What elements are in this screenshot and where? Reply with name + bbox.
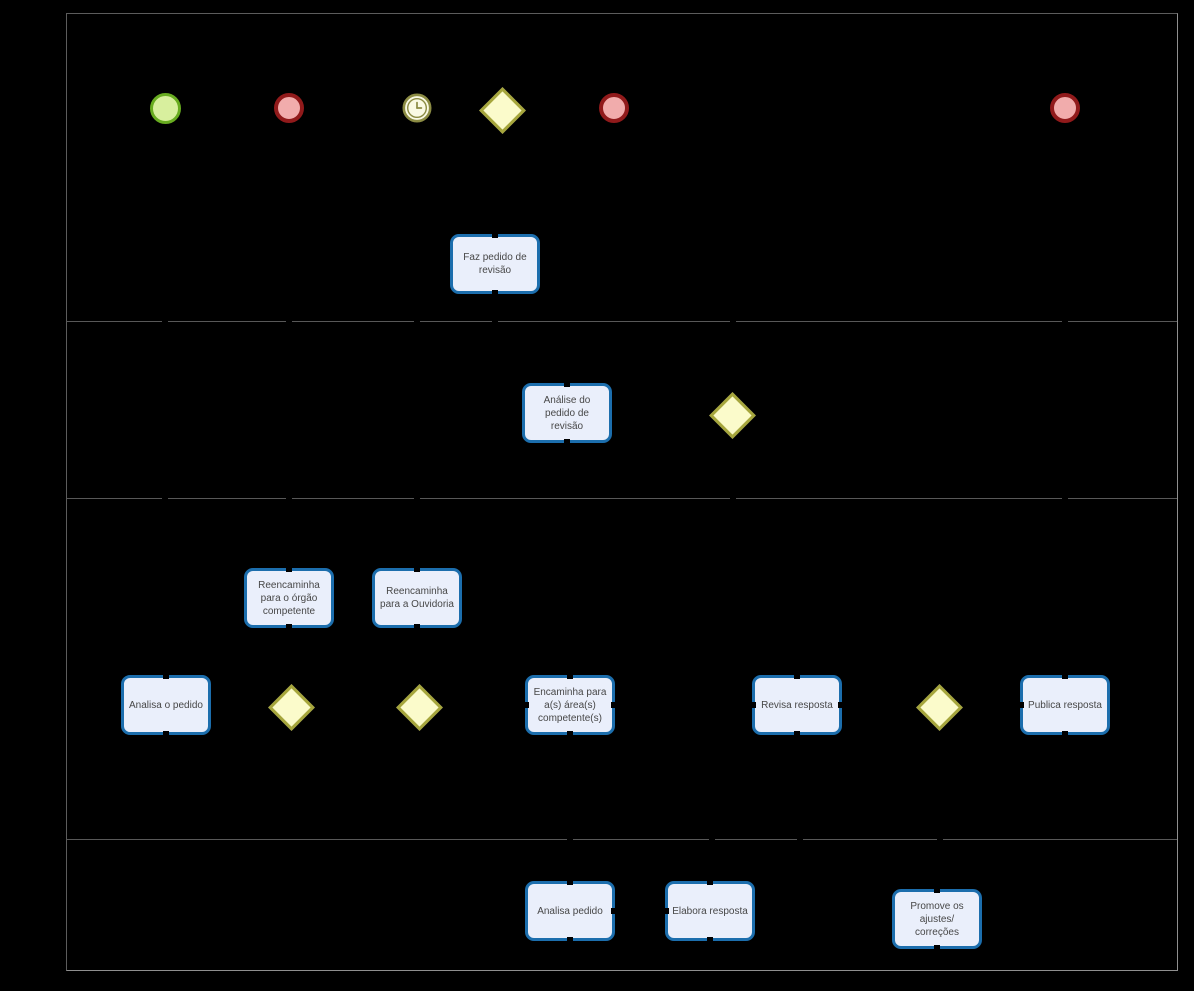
connector-anchor (611, 908, 615, 914)
connector-gap (414, 320, 420, 323)
connector-gap (730, 320, 736, 323)
connector-gap (414, 497, 420, 500)
task-promove-os-ajustes-correcoes: Promove os ajustes/ correções (892, 889, 982, 949)
connector-anchor (838, 702, 842, 708)
task-encaminha-para-areas-competentes: Encaminha para a(s) área(s) competente(s… (525, 675, 615, 735)
task-revisa-resposta: Revisa resposta (752, 675, 842, 735)
task-publica-resposta: Publica resposta (1020, 675, 1110, 735)
connector-gap (567, 838, 573, 841)
connector-gap (286, 497, 292, 500)
connector-anchor (752, 702, 756, 708)
connector-gap (797, 838, 803, 841)
connector-anchor (665, 908, 669, 914)
timer-event-icon (402, 93, 432, 123)
connector-anchor (1020, 702, 1024, 708)
task-elabora-resposta: Elabora resposta (665, 881, 755, 941)
connector-gap (162, 320, 168, 323)
task-analisa-o-pedido: Analisa o pedido (121, 675, 211, 735)
task-faz-pedido-de-revisao: Faz pedido de revisão (450, 234, 540, 294)
end-event-icon (1050, 93, 1080, 123)
connector-gap (1062, 497, 1068, 500)
end-event-icon (599, 93, 629, 123)
connector-gap (162, 497, 168, 500)
process-pool (66, 13, 1178, 971)
connector-gap (730, 497, 736, 500)
lane-separator-2 (67, 498, 1177, 499)
connector-gap (709, 838, 715, 841)
task-analise-do-pedido-de-revisao: Análise do pedido de revisão (522, 383, 612, 443)
task-reencaminha-para-a-ouvidoria: Reencaminha para a Ouvidoria (372, 568, 462, 628)
connector-anchor (611, 702, 615, 708)
connector-gap (286, 320, 292, 323)
start-event-icon (150, 93, 181, 124)
task-analisa-pedido: Analisa pedido (525, 881, 615, 941)
lane-separator-1 (67, 321, 1177, 322)
lane-separator-3 (67, 839, 1177, 840)
connector-anchor (525, 702, 529, 708)
task-reencaminha-para-o-orgao-competente: Reencaminha para o órgão competente (244, 568, 334, 628)
connector-gap (1062, 320, 1068, 323)
connector-gap (492, 320, 498, 323)
connector-gap (937, 838, 943, 841)
end-event-icon (274, 93, 304, 123)
